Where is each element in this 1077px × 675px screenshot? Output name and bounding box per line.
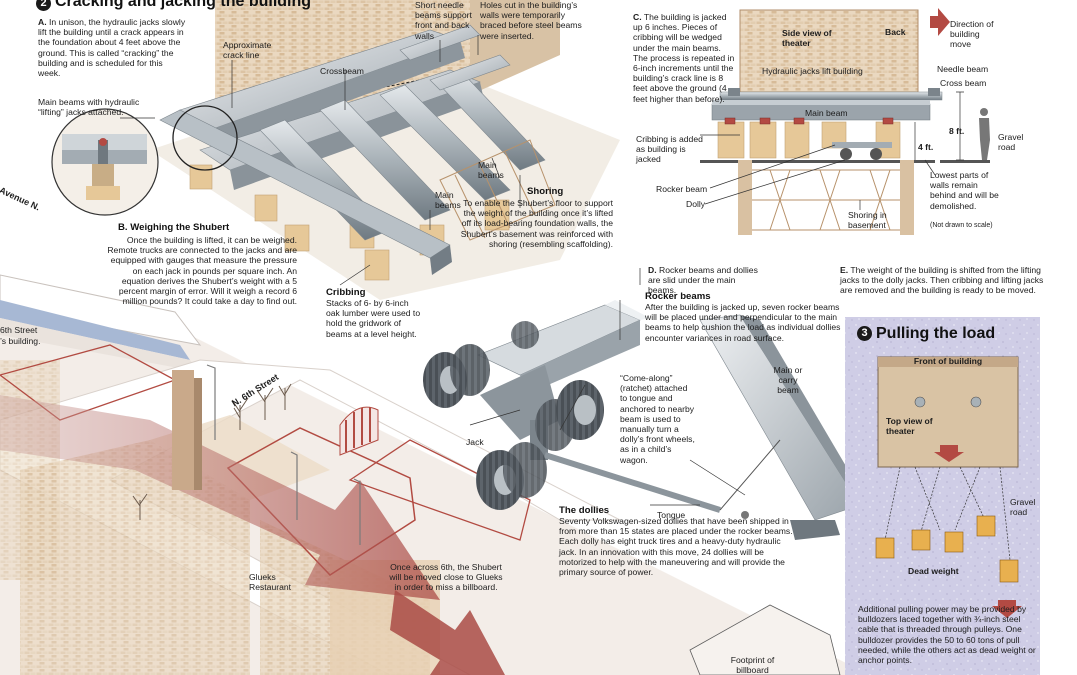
pull-arrow-icon xyxy=(934,445,964,462)
come-along-label: “Come-along” (ratchet) attached to tongu… xyxy=(620,373,695,465)
eight-ft-label: 8 ft. xyxy=(949,126,965,136)
gravel-road-label: Gravel road xyxy=(998,132,1024,153)
jack-detail-circle xyxy=(51,108,159,216)
step-d-text: D. Rocker beams and dollies are slid und… xyxy=(648,265,763,296)
once-across-text: Once across 6th, the Shubert will be mov… xyxy=(389,562,503,593)
direction-arrow-icon xyxy=(930,8,950,36)
lowest-parts-label: Lowest parts of walls remain behind and … xyxy=(930,170,999,211)
section-3-title: Pulling the load xyxy=(876,325,996,342)
rocker-beams-title: Rocker beams xyxy=(645,291,711,302)
step-a-text: A. In unison, the hydraulic jacks slowly… xyxy=(38,17,186,78)
dolly-label: Dolly xyxy=(686,199,706,209)
side-view-label: Side view of theater xyxy=(782,28,832,49)
pulling-panel xyxy=(845,317,1040,675)
dolly-illustration xyxy=(423,300,861,540)
main-beams-label-1: Main beams xyxy=(478,160,504,181)
step-a-letter: A. xyxy=(38,17,47,27)
weighing-letter: B. xyxy=(118,222,128,233)
tire-icon xyxy=(840,148,852,160)
streetlamp-icon xyxy=(206,364,361,545)
needle-beam-label: Needle beam xyxy=(937,64,989,74)
step-c-text: C. The building is jacked up 6 inches. P… xyxy=(633,12,735,104)
crossbeam-label: Crossbeam xyxy=(320,66,364,76)
weighing-text: Once the building is lifted, it can be w… xyxy=(107,235,297,307)
weighing-title: Weighing the Shubert xyxy=(130,222,230,233)
step-c-body: The building is jacked up 6 inches. Piec… xyxy=(633,12,735,104)
callout-lines-side-view xyxy=(700,134,936,210)
sixth-street-partial-label: 6th Street xyxy=(0,325,38,335)
main-beam-label: Main beam xyxy=(805,108,848,118)
shoring-basement-label: Shoring in basement xyxy=(848,210,887,231)
cracking-structure xyxy=(150,0,620,300)
step-d-letter: D. xyxy=(648,265,657,275)
side-view-diagram xyxy=(700,8,990,235)
shubert-partial-label: ’s building. xyxy=(0,336,41,346)
dollies-text: Seventy Volkswagen-sized dollies that ha… xyxy=(559,516,793,578)
step-c-letter: C. xyxy=(633,12,642,22)
rocker-beam-label: Rocker beam xyxy=(656,184,708,194)
section-2-title: Cracking and jacking the building xyxy=(55,0,312,10)
section-2-number: 2 xyxy=(36,0,51,11)
bulldozer-icons xyxy=(875,515,1019,583)
site-map xyxy=(0,274,870,675)
jacks-lift-label: Hydraulic jacks lift building xyxy=(762,66,863,76)
person-icon xyxy=(979,108,990,160)
dollies-title: The dollies xyxy=(559,505,610,516)
callout-lines-dolly xyxy=(469,268,746,506)
jack-label: Jack xyxy=(466,437,484,447)
cribbing-text: Stacks of 6- by 6-inch oak lumber were u… xyxy=(326,298,421,339)
cross-beam-label: Cross beam xyxy=(940,78,987,88)
back-label: Back xyxy=(885,27,906,37)
main-beams-jacks-label: Main beams with hydraulic “lifting” jack… xyxy=(38,97,140,118)
four-ft-label: 4 ft. xyxy=(918,142,934,152)
main-beams-label-2: Main beams xyxy=(435,190,461,211)
shoring-title: Shoring xyxy=(527,186,564,197)
dead-weight-label: Dead weight xyxy=(908,566,959,576)
gluek-label: Glueks Restaurant xyxy=(249,572,292,593)
direction-label: Direction of building move xyxy=(950,19,994,50)
tongue-label: Tongue xyxy=(657,510,686,520)
callout-lines-cracking xyxy=(120,35,521,286)
tree-icon xyxy=(132,383,292,520)
cribbing-added-label: Cribbing is added as building is jacked xyxy=(636,134,703,165)
billboard-footprint-label: Footprint of billboard xyxy=(730,655,775,675)
step-e-text: E. The weight of the building is shifted… xyxy=(840,265,1050,296)
pulling-text: Additional pulling power may be provided… xyxy=(858,604,1036,666)
weighing-heading: B. Weighing the Shubert xyxy=(118,222,229,233)
holes-label: Holes cut in the building’s walls were t… xyxy=(480,0,582,41)
not-to-scale-label: (Not drawn to scale) xyxy=(930,222,993,229)
step-a-body: In unison, the hydraulic jacks slowly li… xyxy=(38,17,186,79)
main-carry-label: Main or carry beam xyxy=(773,365,803,396)
front-of-building-label: Front of building xyxy=(913,356,983,366)
step-e-body: The weight of the building is shifted fr… xyxy=(840,265,1044,296)
awning-icon xyxy=(339,406,379,456)
tire-icon xyxy=(423,321,604,510)
jack-callout-circle xyxy=(172,105,238,171)
pulling-gravel-road-label: Gravel road xyxy=(1010,497,1036,518)
shoring-text: To enable the Shubert’s floor to support… xyxy=(460,198,613,249)
top-view-label: Top view of theater xyxy=(886,416,933,437)
needle-beams-label: Short needle beams support front and bac… xyxy=(415,0,472,41)
section-3-number: 3 xyxy=(857,326,872,341)
rocker-beams-text: After the building is jacked up, seven r… xyxy=(645,302,841,343)
step-d-body: Rocker beams and dollies are slid under … xyxy=(648,265,758,296)
cribbing-title: Cribbing xyxy=(326,287,366,298)
crack-line-label: Approximate crack line xyxy=(223,40,272,61)
step-e-letter: E. xyxy=(840,265,849,275)
